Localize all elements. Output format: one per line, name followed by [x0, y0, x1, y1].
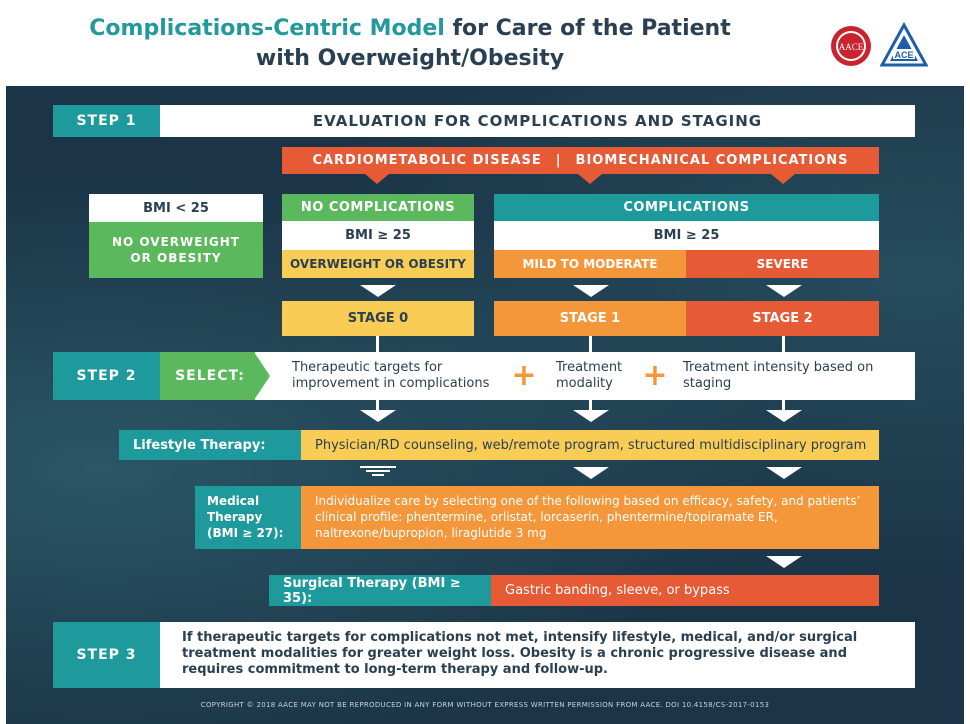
arrow-lifestyle-stage0: [360, 466, 396, 476]
arrow-to-stage2: [766, 285, 802, 297]
stage-2: STAGE 2: [686, 301, 879, 336]
step2-item-modality: Treatment modality: [556, 360, 623, 391]
surgical-therapy-label: Surgical Therapy (BMI ≥ 35):: [269, 575, 491, 606]
disease-bar-separator: |: [555, 153, 562, 168]
disease-bar: CARDIOMETABOLIC DISEASE | BIOMECHANICAL …: [282, 147, 879, 174]
stage-1: STAGE 1: [494, 301, 686, 336]
title-line2: with Overweight/Obesity: [255, 46, 565, 71]
connector-step2-b: [589, 400, 592, 412]
plus-icon-2: +: [642, 358, 668, 393]
lifestyle-therapy-label: Lifestyle Therapy:: [119, 430, 301, 460]
bmi-lt-25: BMI < 25: [89, 194, 263, 222]
aace-logo-text: AACE: [839, 42, 864, 52]
medical-therapy-label: Medical Therapy (BMI ≥ 27):: [195, 486, 301, 549]
plus-icon-1: +: [511, 358, 537, 393]
arrow-step2-c: [766, 410, 802, 422]
arrow-disease-1: [365, 174, 389, 184]
arrow-to-stage1: [573, 285, 609, 297]
arrow-to-stage0: [360, 285, 396, 297]
stage-0: STAGE 0: [282, 301, 474, 336]
step1-heading: EVALUATION FOR COMPLICATIONS AND STAGING: [160, 105, 915, 137]
page-title: Complications-Centric Model for Care of …: [0, 14, 820, 74]
arrow-lifestyle-stage2: [766, 467, 802, 479]
connector-stage2: [782, 336, 785, 352]
step2-label: STEP 2: [53, 352, 160, 400]
surgical-therapy-text: Gastric banding, sleeve, or bypass: [491, 575, 879, 606]
connector-step2-c: [782, 400, 785, 412]
select-label: SELECT:: [175, 368, 245, 384]
biomechanical-label: BIOMECHANICAL COMPLICATIONS: [575, 153, 849, 168]
lifestyle-therapy-text: Physician/RD counseling, web/remote prog…: [301, 430, 879, 460]
mild-to-moderate: MILD TO MODERATE: [494, 250, 686, 278]
connector-step2-a: [376, 400, 379, 412]
diagram-panel: [6, 86, 964, 724]
arrow-disease-3: [771, 174, 795, 184]
select-box: [160, 352, 255, 400]
step2-item-intensity: Treatment intensity based on staging: [683, 360, 874, 391]
complications-header: COMPLICATIONS: [494, 194, 879, 221]
step3-label: STEP 3: [53, 622, 160, 688]
bmi-ge-25-complications: BMI ≥ 25: [494, 221, 879, 250]
arrow-step2-a: [360, 410, 396, 422]
arrow-lifestyle-stage1: [573, 467, 609, 479]
step1-label: STEP 1: [53, 105, 160, 137]
select-arrow-tip: [254, 352, 270, 400]
connector-stage1: [589, 336, 592, 352]
medical-therapy-text: Individualize care by selecting one of t…: [301, 486, 879, 549]
no-complications-header: NO COMPLICATIONS: [282, 194, 474, 221]
ace-logo-text: ACE: [894, 50, 913, 60]
ace-logo: ACE: [880, 22, 928, 67]
step3-text: If therapeutic targets for complications…: [160, 622, 915, 688]
connector-stage0: [376, 336, 379, 352]
copyright-notice: COPYRIGHT © 2018 AACE MAY NOT BE REPRODU…: [200, 701, 770, 709]
arrow-medical-stage2: [766, 556, 802, 568]
overweight-or-obesity: OVERWEIGHT OR OBESITY: [282, 250, 474, 278]
arrow-disease-2: [578, 174, 602, 184]
bmi-ge-25-no-complications: BMI ≥ 25: [282, 221, 474, 250]
arrow-step2-b: [573, 410, 609, 422]
title-line1-rest: for Care of the Patient: [444, 16, 731, 41]
severe: SEVERE: [686, 250, 879, 278]
aace-logo: AACE: [831, 26, 871, 66]
cardiometabolic-label: CARDIOMETABOLIC DISEASE: [312, 153, 542, 168]
step2-item-targets: Therapeutic targets for improvement in c…: [292, 360, 490, 391]
no-overweight-box: NO OVERWEIGHT OR OBESITY: [89, 222, 263, 278]
title-highlight: Complications-Centric Model: [89, 16, 445, 41]
